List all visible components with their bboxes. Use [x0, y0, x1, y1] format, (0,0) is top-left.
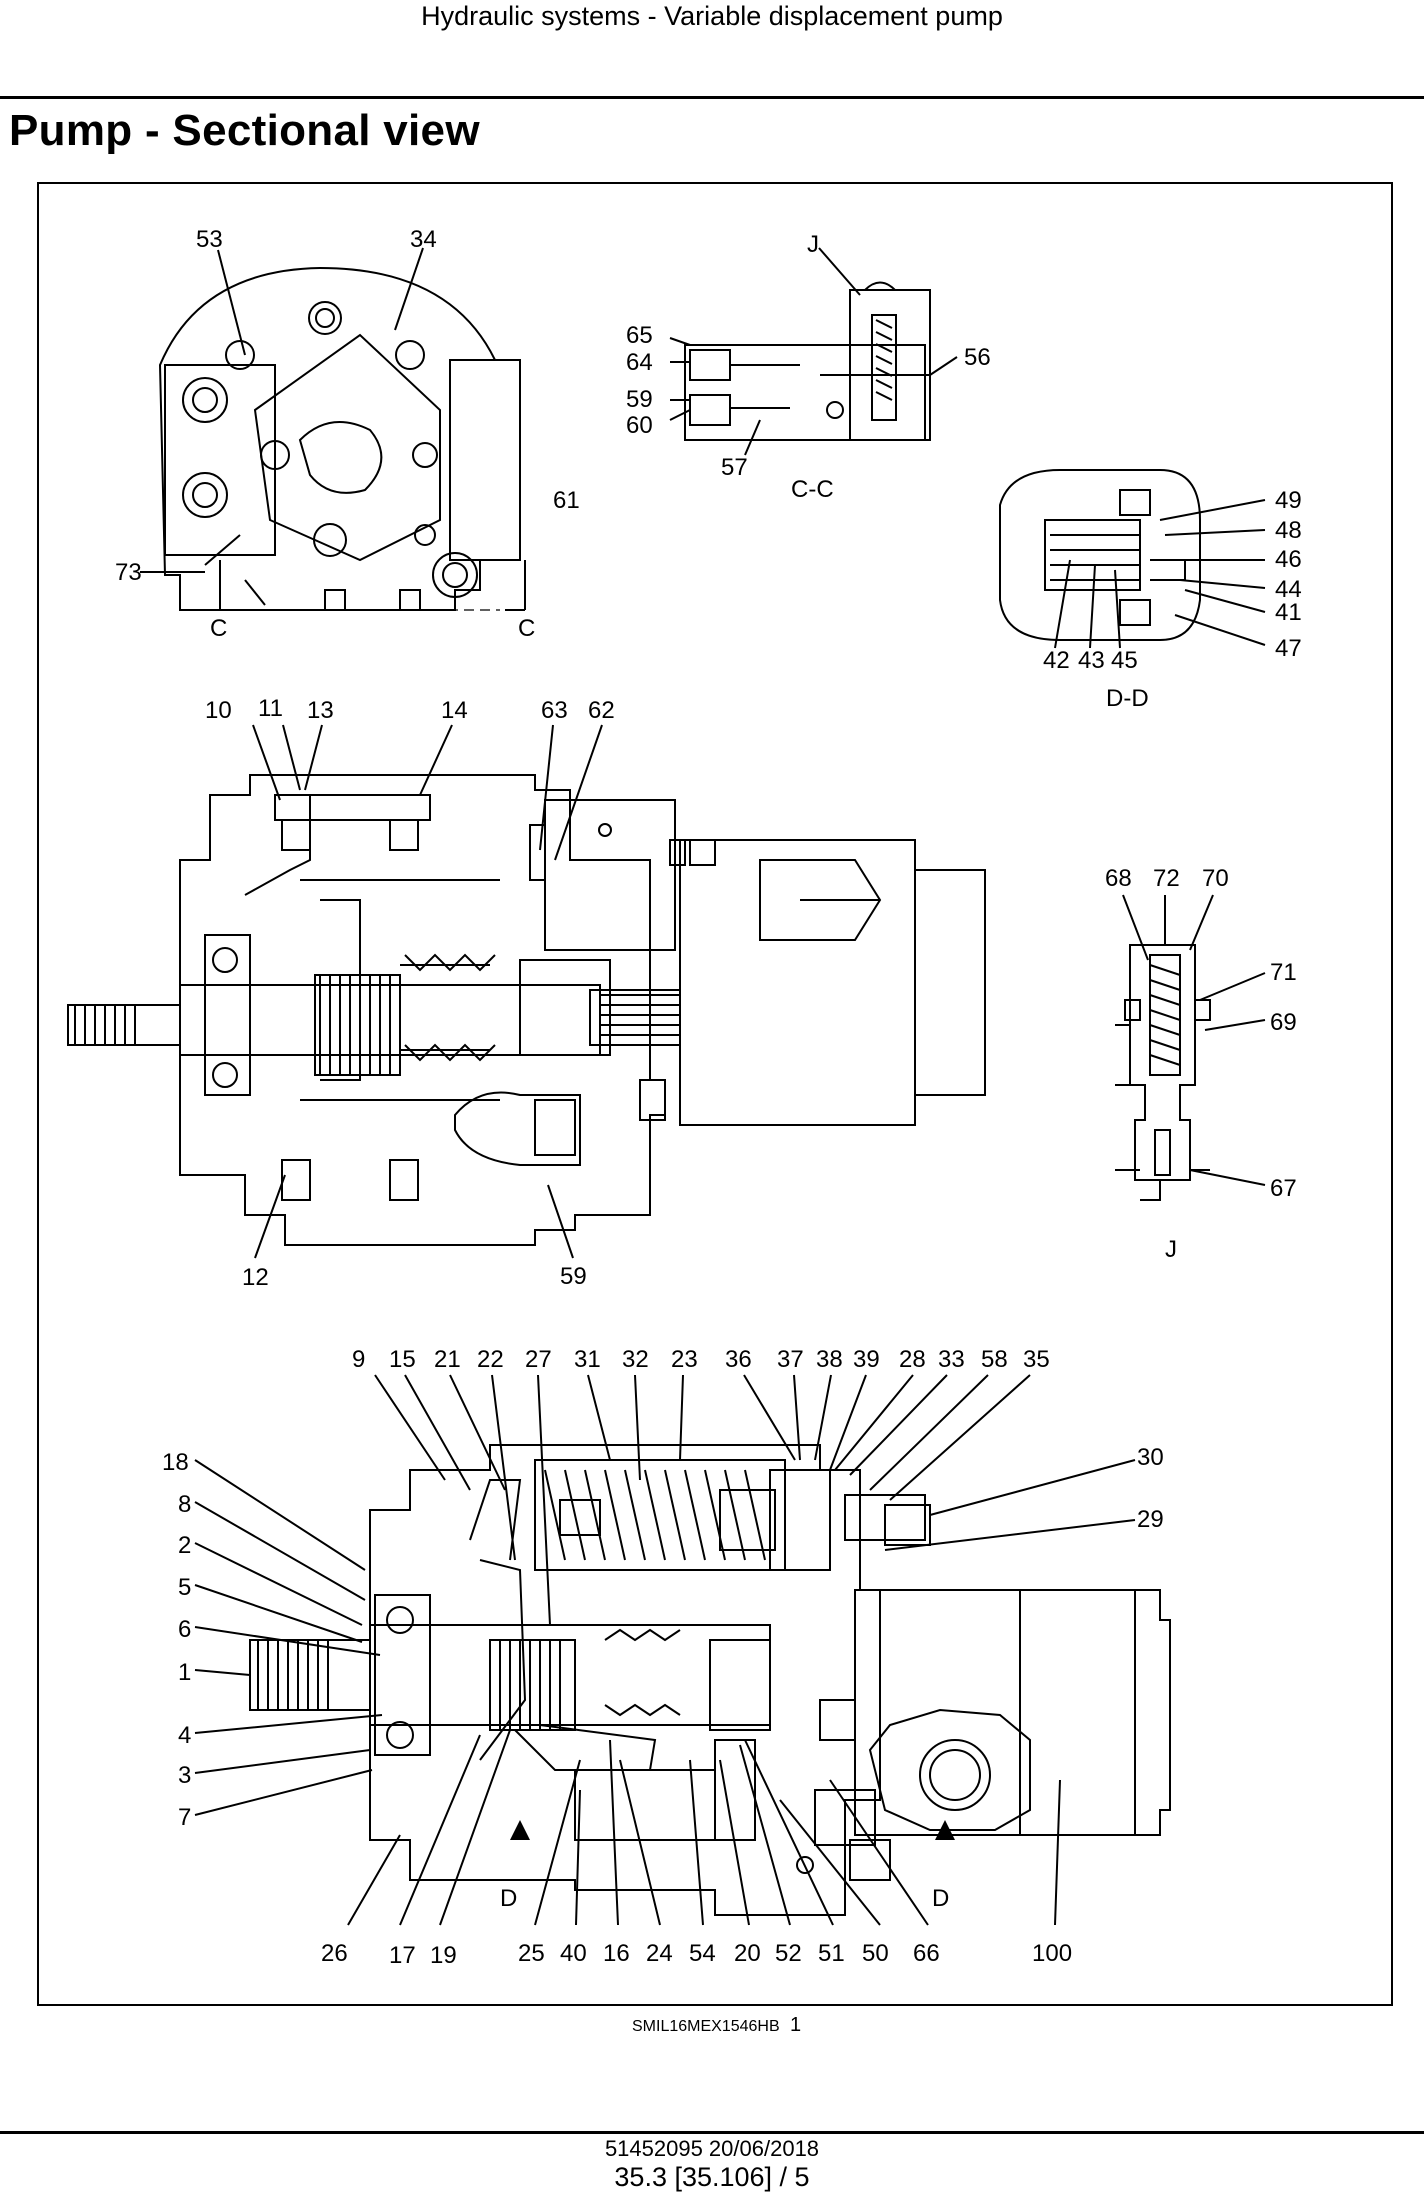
callout-3: 3 [178, 1762, 191, 1789]
section-c-right: C [518, 615, 535, 642]
callout-7: 7 [178, 1804, 191, 1831]
callout-39: 39 [853, 1346, 880, 1373]
callout-18: 18 [162, 1449, 189, 1476]
callout-28: 28 [899, 1346, 926, 1373]
callout-35: 35 [1023, 1346, 1050, 1373]
callout-23: 23 [671, 1346, 698, 1373]
callout-8: 8 [178, 1491, 191, 1518]
callout-5: 5 [178, 1574, 191, 1601]
callout-36: 36 [725, 1346, 752, 1373]
callout-31: 31 [574, 1346, 601, 1373]
callout-63: 63 [541, 697, 568, 724]
section-dd: D-D [1106, 685, 1149, 712]
callout-12: 12 [242, 1264, 269, 1291]
callout-6: 6 [178, 1616, 191, 1643]
callout-29: 29 [1137, 1506, 1164, 1533]
callout-67: 67 [1270, 1175, 1297, 1202]
footer-doc: 51452095 20/06/2018 [604, 2136, 820, 2161]
callout-60: 60 [626, 412, 653, 439]
callout-49: 49 [1275, 487, 1302, 514]
callout-41: 41 [1275, 599, 1302, 626]
callout-38: 38 [816, 1346, 843, 1373]
callout-50: 50 [862, 1940, 889, 1967]
callout-61: 61 [553, 487, 580, 514]
callout-4: 4 [178, 1722, 191, 1749]
callout-62: 62 [588, 697, 615, 724]
callout-24: 24 [646, 1940, 673, 1967]
callout-69: 69 [1270, 1009, 1297, 1036]
section-j-top: J [807, 231, 819, 258]
callout-58: 58 [981, 1346, 1008, 1373]
page-title: Pump - Sectional view [9, 106, 480, 155]
callout-52: 52 [775, 1940, 802, 1967]
callout-100: 100 [1032, 1940, 1072, 1967]
callout-26: 26 [321, 1940, 348, 1967]
callout-33: 33 [938, 1346, 965, 1373]
callout-37: 37 [777, 1346, 804, 1373]
callout-59-top: 59 [626, 386, 653, 413]
section-cc: C-C [791, 476, 834, 503]
callout-47: 47 [1275, 635, 1302, 662]
callout-57: 57 [721, 454, 748, 481]
header-title: Hydraulic systems - Variable displacemen… [421, 1, 1003, 31]
callout-16: 16 [603, 1940, 630, 1967]
header-rule [0, 96, 1424, 99]
callout-22: 22 [477, 1346, 504, 1373]
callout-19: 19 [430, 1942, 457, 1969]
callout-59-middle: 59 [560, 1263, 587, 1290]
callout-10: 10 [205, 697, 232, 724]
callout-64: 64 [626, 349, 653, 376]
callout-42: 42 [1043, 647, 1070, 674]
callout-27: 27 [525, 1346, 552, 1373]
callout-11: 11 [258, 695, 283, 722]
callout-70: 70 [1202, 865, 1229, 892]
callout-56: 56 [964, 344, 991, 371]
callout-65: 65 [626, 322, 653, 349]
middle-section [67, 774, 986, 1246]
callout-40: 40 [560, 1940, 587, 1967]
callout-labels: 53 34 73 61 C C 65 64 59 60 57 C-C J 56 … [115, 226, 1302, 1969]
callout-51: 51 [818, 1940, 845, 1967]
callout-20: 20 [734, 1940, 761, 1967]
footer-page-ref: 35.3 [35.106] / 5 [614, 2162, 810, 2192]
figure-code: SMIL16MEX1546HB [632, 2018, 780, 2035]
callout-46: 46 [1275, 546, 1302, 573]
j-detail [1115, 944, 1211, 1201]
callout-48: 48 [1275, 517, 1302, 544]
callout-34: 34 [410, 226, 437, 253]
callout-73: 73 [115, 559, 142, 586]
dd-section [999, 469, 1201, 641]
section-j-bottom: J [1165, 1236, 1177, 1263]
callout-30: 30 [1137, 1444, 1164, 1471]
callout-13: 13 [307, 697, 334, 724]
footer-rule [0, 2131, 1424, 2134]
callout-2: 2 [178, 1532, 191, 1559]
callout-53: 53 [196, 226, 223, 253]
section-d-right: D [932, 1885, 949, 1912]
callout-32: 32 [622, 1346, 649, 1373]
callout-66: 66 [913, 1940, 940, 1967]
cc-section [684, 281, 931, 441]
callout-72: 72 [1153, 865, 1180, 892]
callout-1: 1 [178, 1659, 191, 1686]
callout-71: 71 [1270, 959, 1297, 986]
callout-44: 44 [1275, 576, 1302, 603]
callout-45: 45 [1111, 647, 1138, 674]
section-d-left: D [500, 1885, 517, 1912]
callout-54: 54 [689, 1940, 716, 1967]
callout-17: 17 [389, 1942, 416, 1969]
callout-9: 9 [352, 1346, 365, 1373]
callout-14: 14 [441, 697, 468, 724]
front-view [158, 266, 521, 611]
callout-68: 68 [1105, 865, 1132, 892]
section-c-left: C [210, 615, 227, 642]
callout-15: 15 [389, 1346, 416, 1373]
bottom-section [249, 1444, 1171, 1916]
figure-frame [37, 182, 1393, 2006]
figure-number: 1 [790, 2014, 802, 2036]
callout-25: 25 [518, 1940, 545, 1967]
callout-21: 21 [434, 1346, 461, 1373]
callout-43: 43 [1078, 647, 1105, 674]
